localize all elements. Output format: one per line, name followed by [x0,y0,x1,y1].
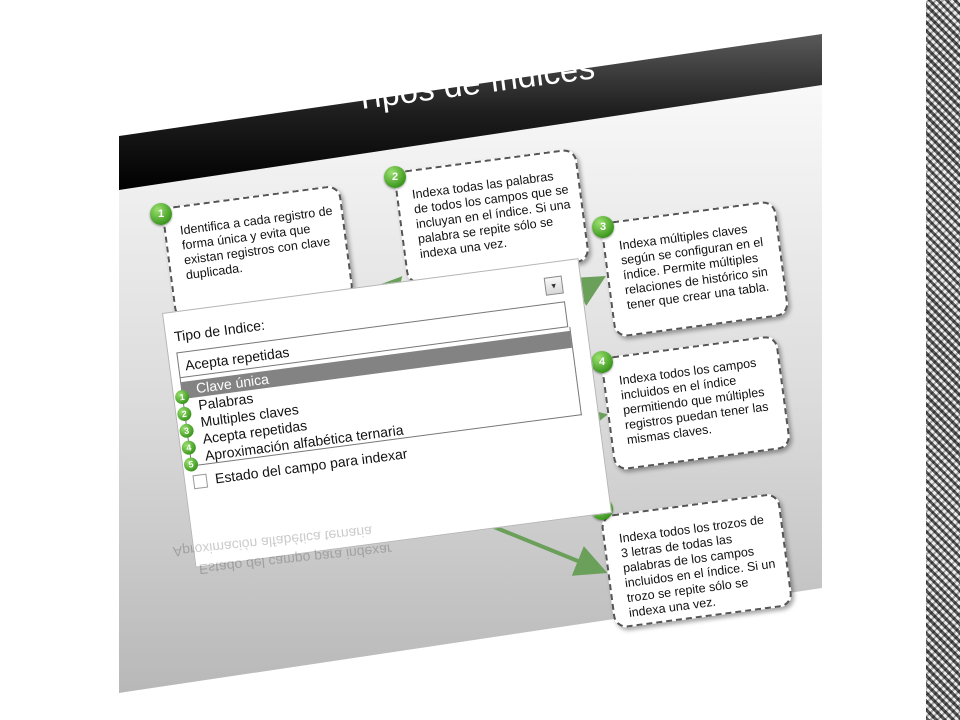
callout-1-badge: 1 [150,203,172,225]
callout-4-text: Indexa todos los campos incluidos en el … [618,355,770,448]
index-type-label: Tipo de Indice: [173,316,266,345]
dropdown-arrow-button[interactable]: ▾ [543,275,564,296]
callout-4-badge: 4 [591,351,613,373]
callout-5-text: Indexa todos los trozos de 3 letras de t… [618,512,777,620]
callout-5: Indexa todos los trozos de 3 letras de t… [600,492,794,630]
index-field-state-checkbox[interactable] [192,473,209,490]
callout-4: Indexa todos los campos incluidos en el … [600,334,792,472]
callout-2-badge: 2 [384,166,406,188]
option-number-badge: 5 [183,456,199,473]
callout-1-text: Identifica a cada registro de forma únic… [179,203,334,283]
callout-3-text: Indexa múltiples claves según se configu… [618,221,770,313]
callout-3: Indexa múltiples claves según se configu… [600,200,790,339]
callout-3-badge: 3 [592,216,614,238]
decorative-pattern-strip [926,0,960,720]
callout-2-text: Indexa todas las palabras de todos los c… [411,169,572,262]
